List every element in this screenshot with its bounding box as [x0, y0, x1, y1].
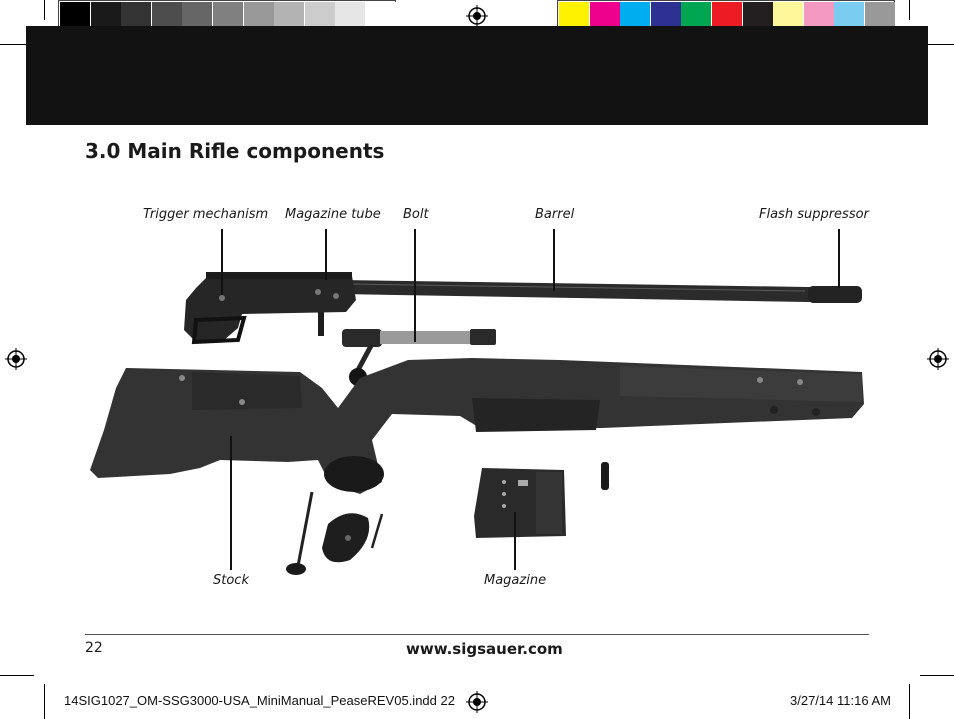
footer-rule [85, 634, 869, 635]
slug-date-time: 3/27/14 11:16 AM [790, 693, 891, 708]
color-swatch [803, 2, 834, 30]
color-swatch [865, 2, 895, 30]
label-bolt: Bolt [403, 207, 429, 222]
color-swatch [182, 2, 213, 30]
crop-mark-tl-v [44, 0, 45, 20]
color-swatch [559, 2, 589, 30]
barrel-part [340, 280, 862, 303]
leader-bolt [414, 229, 416, 342]
stock-part [90, 358, 864, 494]
leader-trigger [221, 229, 223, 295]
color-swatch [213, 2, 243, 30]
label-stock: Stock [213, 573, 249, 588]
color-swatch [151, 2, 182, 30]
label-trigger-mechanism: Trigger mechanism [143, 207, 269, 222]
color-swatch [274, 2, 305, 30]
color-swatch [589, 2, 620, 30]
small-parts [286, 462, 609, 575]
color-swatch [773, 2, 804, 30]
color-swatch [60, 2, 90, 30]
color-swatch [366, 2, 396, 30]
color-swatch [620, 2, 651, 30]
crop-mark-bl-h [0, 675, 34, 676]
label-magazine: Magazine [484, 573, 547, 588]
label-flash-suppressor: Flash suppressor [759, 207, 869, 222]
crop-mark-br-v [909, 684, 910, 719]
registration-mark-left-icon [5, 348, 27, 370]
crop-mark-tr-h [928, 44, 954, 45]
header-band [26, 26, 928, 125]
label-barrel: Barrel [535, 207, 575, 222]
crop-mark-br-h [920, 675, 954, 676]
slug-file-name: 14SIG1027_OM-SSG3000-USA_MiniManual_Peas… [64, 693, 455, 708]
leader-barrel [553, 229, 555, 291]
leader-stock [230, 436, 232, 570]
website-link[interactable]: www.sigsauer.com [406, 640, 563, 658]
color-swatch [90, 2, 121, 30]
color-swatch [304, 2, 335, 30]
label-magazine-tube: Magazine tube [285, 207, 381, 222]
registration-mark-top-icon [466, 5, 488, 27]
color-swatch [681, 2, 712, 30]
color-swatch [121, 2, 152, 30]
action-part [184, 272, 356, 345]
color-swatch [712, 2, 742, 30]
color-swatch [335, 2, 366, 30]
crop-mark-tl-h [0, 44, 26, 45]
section-title: 3.0 Main Rifle components [85, 139, 385, 163]
leader-magazine [514, 512, 516, 570]
leader-flash-suppressor [838, 229, 840, 288]
crop-mark-tr-v [909, 0, 910, 20]
leader-magazine-tube [325, 229, 327, 280]
page-number: 22 [85, 640, 103, 656]
color-swatch [834, 2, 865, 30]
color-swatch [650, 2, 681, 30]
crop-mark-bl-v [44, 684, 45, 719]
registration-mark-bottom-icon [466, 691, 488, 713]
color-swatch [243, 2, 274, 30]
magazine-part [474, 468, 566, 538]
registration-mark-right-icon [927, 348, 949, 370]
color-swatch [742, 2, 773, 30]
